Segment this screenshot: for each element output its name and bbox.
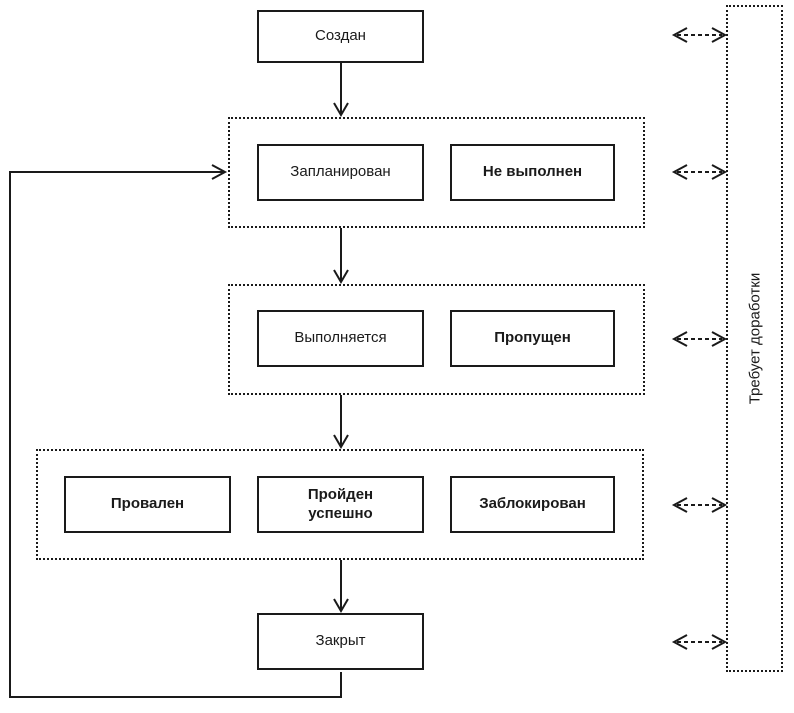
arrow-planned-to-executing-group	[333, 228, 349, 284]
node-executing-label: Выполняется	[294, 329, 387, 347]
node-passed: Пройден успешно	[257, 476, 424, 533]
node-planned-label: Запланирован	[290, 163, 391, 181]
node-planned: Запланирован	[257, 144, 424, 201]
node-skipped: Пропущен	[450, 310, 615, 367]
node-requires-rework: Требует доработки	[726, 5, 783, 672]
node-closed-label: Закрыт	[315, 632, 366, 650]
node-blocked-label: Заблокирован	[479, 495, 586, 513]
arrow-result-to-closed	[333, 560, 349, 613]
node-created: Создан	[257, 10, 424, 63]
double-arrow-planned-rework	[671, 164, 728, 180]
node-failed-label: Провален	[110, 495, 185, 513]
node-blocked: Заблокирован	[450, 476, 615, 533]
node-created-label: Создан	[315, 27, 366, 45]
node-skipped-label: Пропущен	[494, 329, 571, 347]
group-executing-states	[228, 284, 645, 395]
double-arrow-created-rework	[671, 27, 728, 43]
arrow-created-to-planned-group	[333, 63, 349, 117]
node-closed: Закрыт	[257, 613, 424, 670]
node-failed: Провален	[64, 476, 231, 533]
double-arrow-result-rework	[671, 497, 728, 513]
node-executing: Выполняется	[257, 310, 424, 367]
double-arrow-closed-rework	[671, 634, 728, 650]
node-passed-label: Пройден успешно	[307, 485, 374, 522]
double-arrow-executing-rework	[671, 331, 728, 347]
group-result-states	[36, 449, 644, 560]
node-requires-rework-label: Требует доработки	[746, 272, 764, 405]
node-not-executed: Не выполнен	[450, 144, 615, 201]
group-planned-states	[228, 117, 645, 228]
node-not-executed-label: Не выполнен	[482, 163, 583, 181]
arrow-executing-to-result-group	[333, 395, 349, 449]
